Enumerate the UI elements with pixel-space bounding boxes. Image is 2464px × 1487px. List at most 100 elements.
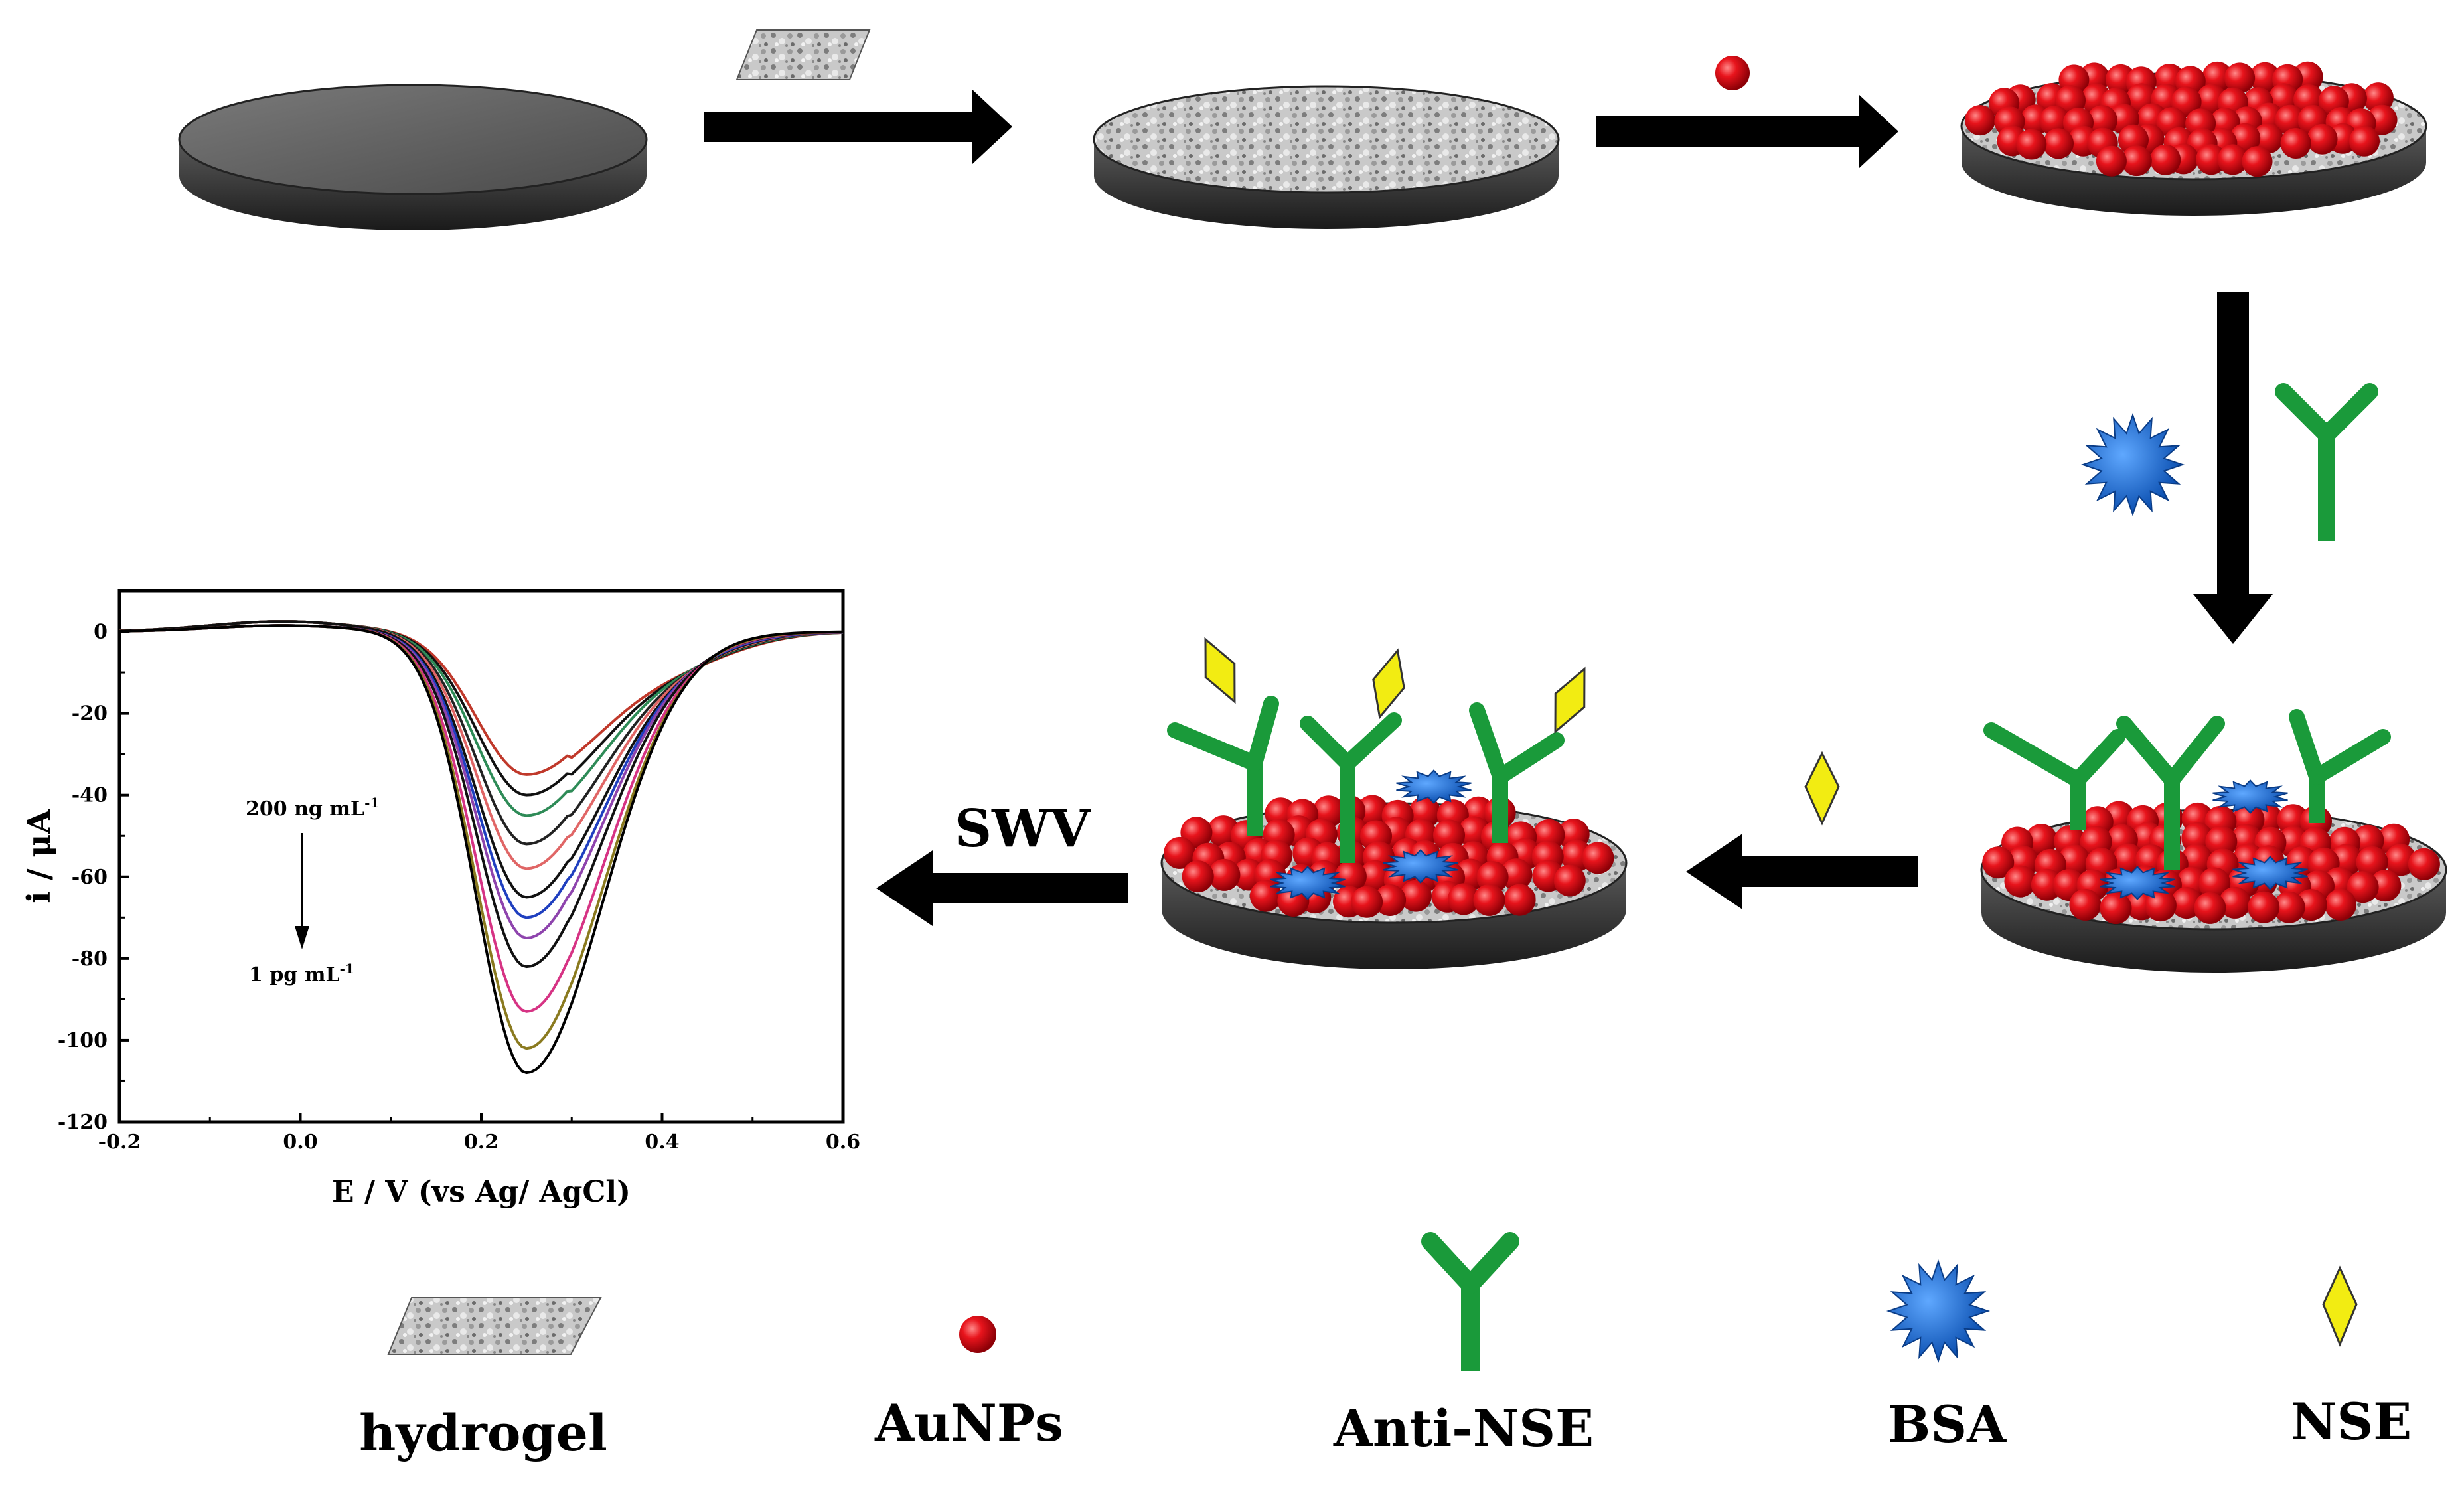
aunp-particle [2325,888,2357,921]
gold-nanoparticle-icon [1715,56,1750,90]
aunp-particle [2242,146,2273,177]
anti-nse-antibody [1300,712,1402,863]
aunp-particle [2150,144,2181,175]
y-tick-label: -100 [58,1029,108,1052]
aunp-particle [2194,892,2226,924]
step-arrow-4 [1686,834,1918,909]
legend-hydrogel-icon [387,1297,602,1355]
aunp-particle [1965,105,1995,136]
x-tick-label: 0.2 [464,1131,499,1154]
aunp-particle [2275,104,2306,135]
y-tick-label: -80 [72,947,108,971]
aunp-particle [1249,880,1282,912]
aunp-particle [1448,883,1480,915]
aunp-particle [2307,123,2338,155]
aunp-particle [2086,105,2118,136]
aunp-particle [2347,871,2379,903]
aunp-particle [2248,891,2280,923]
chart-series-group [119,620,844,1075]
antibody-bsa-electrode [1980,709,2447,973]
aunp-particle [2025,824,2058,856]
hydrogel-coated-electrode [1093,85,1560,229]
aunp-particle [2004,865,2037,898]
aunp-particle [2058,844,2090,877]
aunp-particle [2100,892,2132,925]
legend-label-bsa: BSA [1888,1395,2007,1454]
bare-electrode [178,84,648,230]
bsa-blocking-layer [1270,769,1472,900]
aunp-particle [2121,145,2152,177]
aunp-particle [1503,884,1536,916]
legend-antibody-icon [1421,1232,1519,1371]
aunp-particle [2069,888,2102,921]
anti-nse-antibody [2116,716,2225,870]
x-tick-label: 0.4 [645,1131,679,1154]
legend: hydrogel AuNPs Anti-NSE BSA NSE [359,1232,2412,1462]
aunp-particle [2224,62,2256,94]
nse-antigen [1372,648,1405,720]
legend-label-anti-nse: Anti-NSE [1333,1399,1594,1458]
aunp-particle [2250,62,2281,93]
hydrogel-sheet-icon [735,29,871,80]
anti-nse-antibody [1469,702,1565,843]
chart-annotation-arrow [295,833,309,949]
x-tick-label: -0.2 [98,1131,141,1154]
legend-label-aunps: AuNPs [874,1393,1063,1452]
anti-nse-antibody [1167,696,1279,836]
aunp-particle [2280,128,2311,159]
aunp-particle [1334,860,1367,893]
nse-diamond-icon [1804,751,1840,826]
bsa-molecule [2100,866,2175,900]
y-tick-label: 0 [94,621,108,644]
aunp-particle [2273,891,2305,923]
aunp-particle [1433,819,1465,852]
bsa-star [2080,412,2185,517]
swv-curve [119,624,843,1075]
aunp-particle [2217,144,2248,175]
aunp-layer [1965,61,2398,177]
legend-label-nse: NSE [2291,1392,2412,1451]
bsa-molecule [2212,779,2288,814]
nse-antigen [1204,637,1236,704]
step-arrow-5 [876,850,1128,926]
legend-nse-icon [2322,1265,2358,1347]
aunp-particle [2349,125,2380,157]
aunp-particle [2016,129,2047,160]
antibody-icon [2275,383,2378,541]
aunp-particle [1208,858,1241,891]
legend-aunp-icon [959,1316,996,1353]
aunp-particle [1982,846,2015,879]
aunp-particle [1500,858,1533,891]
aunp-modified-electrode [1960,61,2427,216]
y-tick-label: -20 [72,702,108,726]
chart-annotation-bottom: 1 pg mL-1 [249,961,354,986]
aunp-particle [1359,860,1391,892]
aunp-particle [2356,846,2388,878]
aunp-particle [2205,826,2238,858]
chart-x-axis-label: E / V (vs Ag/ AgCl) [332,1175,631,1209]
bsa-molecule [1396,769,1472,804]
bsa-molecule [1270,866,1346,900]
aunp-particle [1473,884,1505,916]
anti-nse-layer [1167,696,1565,863]
svg-text:200 ng mL-1: 200 ng mL-1 [246,795,379,821]
svg-text:1 pg mL-1: 1 pg mL-1 [249,961,354,986]
aunp-particle [1356,795,1389,827]
chart-annotation-top: 200 ng mL-1 [246,795,379,821]
aunp-particle [2198,867,2231,900]
y-tick-label: -60 [72,866,108,889]
aunp-particle [2408,848,2440,880]
aunp-particle [2218,886,2251,919]
bsa-molecule [2232,856,2308,890]
y-tick-label: -40 [72,784,108,807]
aunp-particle [1400,880,1432,912]
step-arrow-3 [2193,292,2273,644]
legend-label-hydrogel: hydrogel [359,1403,607,1462]
bsa-blocking-layer [2100,779,2308,900]
nse-bound-electrode [1160,637,1628,969]
aunp-particle [1553,864,1586,897]
aunp-particle [2096,145,2127,177]
aunp-particle [2031,868,2063,901]
